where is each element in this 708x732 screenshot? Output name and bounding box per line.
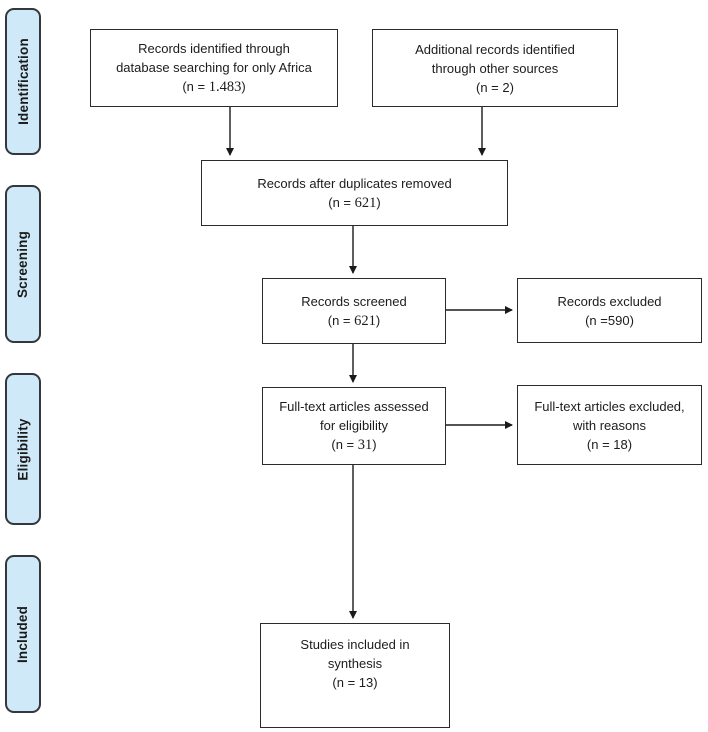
stage-identification: Identification bbox=[5, 8, 41, 155]
box-count: (n = 1.483) bbox=[182, 77, 245, 97]
count-suffix: ) bbox=[241, 79, 246, 94]
count-prefix: (n = bbox=[327, 312, 355, 328]
box-count: (n = 621) bbox=[328, 311, 380, 331]
box-count: (n = 18) bbox=[587, 435, 632, 454]
count-value: 18 bbox=[613, 436, 628, 452]
count-value: 621 bbox=[354, 312, 376, 329]
count-suffix: ) bbox=[376, 194, 381, 210]
count-prefix: (n = bbox=[328, 194, 355, 210]
box-line: for eligibility bbox=[320, 418, 388, 433]
box-count: (n = 2) bbox=[476, 78, 514, 97]
box-count: (n = 31) bbox=[331, 435, 376, 455]
stage-identification-label: Identification bbox=[15, 38, 31, 125]
box-line: database searching for only Africa bbox=[116, 60, 312, 75]
box-line: Full-text articles excluded, bbox=[534, 398, 685, 414]
box-line: Records screened bbox=[301, 293, 407, 309]
count-value: 1.483 bbox=[208, 79, 242, 95]
box-records-identified-other-sources: Additional records identified through ot… bbox=[372, 29, 618, 107]
count-suffix: ) bbox=[372, 437, 377, 452]
box-records-identified-database: Records identified through database sear… bbox=[90, 29, 338, 107]
box-count: (n = 621) bbox=[328, 193, 380, 213]
box-count: (n = 13) bbox=[332, 673, 377, 692]
box-studies-included: Studies included in synthesis (n = 13) bbox=[260, 623, 450, 728]
box-records-screened: Records screened (n = 621) bbox=[262, 278, 446, 344]
box-duplicates-removed: Records after duplicates removed (n = 62… bbox=[201, 160, 508, 226]
box-line: Records identified through bbox=[138, 41, 290, 56]
stage-screening: Screening bbox=[5, 185, 41, 343]
box-count: (n =590) bbox=[585, 311, 634, 330]
box-line: synthesis bbox=[327, 656, 383, 671]
count-prefix: (n = bbox=[476, 79, 503, 95]
stage-included: Included bbox=[5, 555, 41, 713]
count-prefix: (n = bbox=[585, 312, 608, 328]
count-suffix: ) bbox=[373, 675, 378, 690]
count-value: 31 bbox=[357, 437, 373, 453]
box-line: through other sources bbox=[431, 60, 559, 76]
count-prefix: (n = bbox=[182, 79, 209, 94]
box-line: Records after duplicates removed bbox=[257, 175, 452, 191]
count-suffix: ) bbox=[375, 312, 381, 328]
stage-included-label: Included bbox=[15, 605, 31, 663]
count-suffix: ) bbox=[627, 436, 633, 452]
box-fulltext-excluded: Full-text articles excluded, with reason… bbox=[517, 385, 702, 465]
count-prefix: (n = bbox=[331, 437, 358, 452]
box-records-excluded: Records excluded (n =590) bbox=[517, 278, 702, 343]
count-prefix: (n = bbox=[586, 436, 614, 452]
stage-screening-label: Screening bbox=[15, 230, 31, 298]
count-value: 13 bbox=[358, 675, 374, 690]
box-line: Additional records identified bbox=[415, 41, 575, 57]
count-suffix: ) bbox=[629, 312, 634, 328]
box-line: with reasons bbox=[573, 417, 646, 433]
count-value: 621 bbox=[354, 194, 377, 211]
count-suffix: ) bbox=[509, 79, 514, 95]
box-fulltext-assessed: Full-text articles assessed for eligibil… bbox=[262, 387, 446, 465]
count-prefix: (n = bbox=[332, 675, 359, 690]
stage-eligibility-label: Eligibility bbox=[15, 417, 31, 481]
count-value: 590 bbox=[607, 312, 630, 328]
count-value: 2 bbox=[502, 79, 510, 95]
stage-eligibility: Eligibility bbox=[5, 373, 41, 525]
box-line: Records excluded bbox=[557, 293, 662, 309]
box-line: Full-text articles assessed bbox=[279, 399, 429, 414]
box-line: Studies included in bbox=[300, 637, 410, 652]
